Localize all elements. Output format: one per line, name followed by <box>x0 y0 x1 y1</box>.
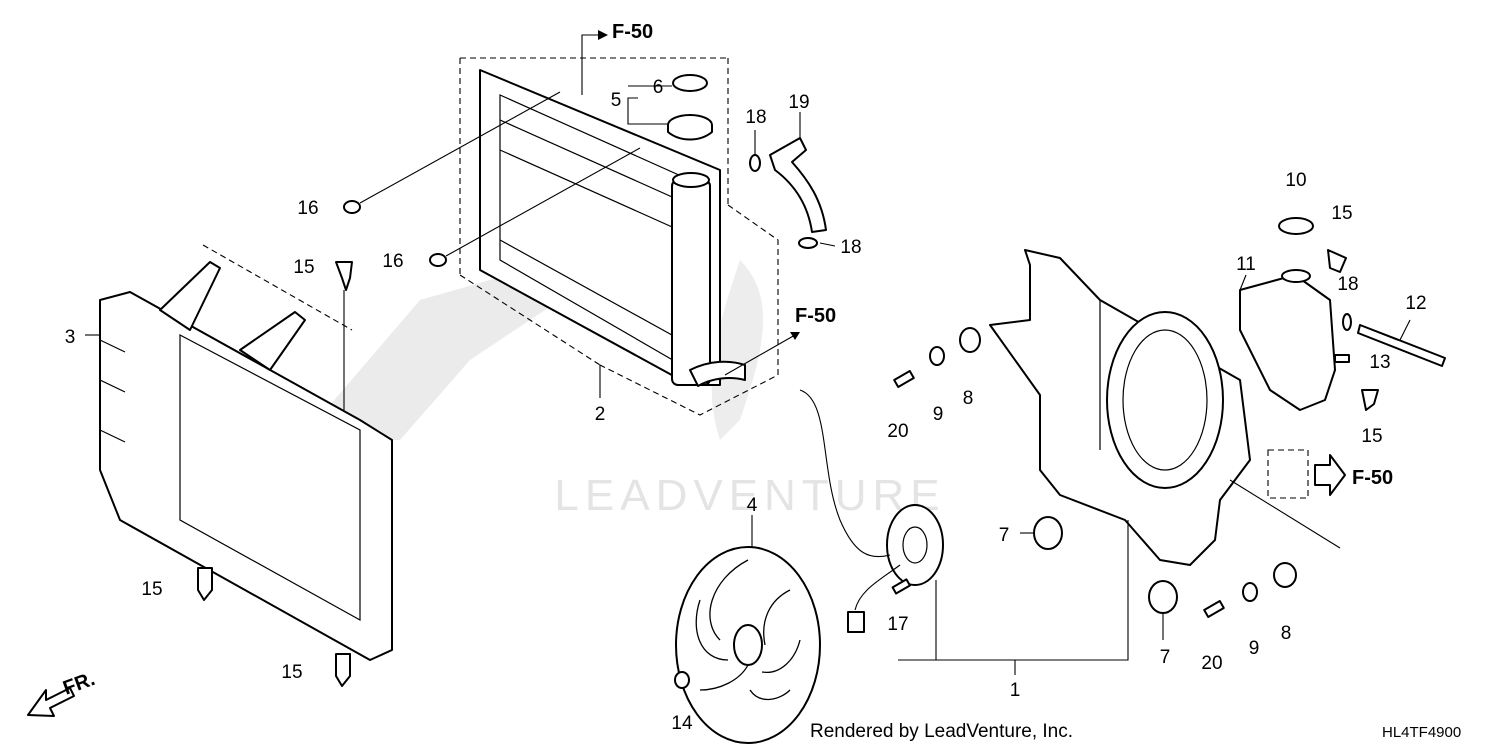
front-direction-arrow: FR. <box>27 668 98 717</box>
callout-15-shroud-mid: 15 <box>141 579 162 600</box>
callout-9-lower: 9 <box>1249 638 1260 659</box>
bolt-20-upper <box>893 370 915 388</box>
fan-shroud <box>989 249 1251 566</box>
callout-4: 4 <box>747 495 758 516</box>
ref-label: F-50 <box>612 21 653 43</box>
ref-label: F-50 <box>795 305 836 327</box>
ref-f50-top: F-50 <box>581 21 653 95</box>
callout-20-lower: 20 <box>1201 653 1222 674</box>
callout-15-tank-bottom: 15 <box>1361 426 1382 447</box>
nut-14 <box>674 671 690 689</box>
callout-10: 10 <box>1285 170 1306 191</box>
collar-8-upper <box>959 327 981 353</box>
radiator-cap <box>667 74 713 141</box>
callout-13: 13 <box>1369 352 1390 373</box>
callout-15-shroud-top: 15 <box>293 257 314 278</box>
rubber-mount-7-lower <box>1148 580 1178 614</box>
callout-15-shroud-bottom: 15 <box>281 662 302 683</box>
callout-15-tank-top: 15 <box>1331 203 1352 224</box>
radiator-shroud <box>99 244 393 661</box>
ref-label: F-50 <box>1352 467 1393 489</box>
callout-7-upper: 7 <box>999 525 1010 546</box>
callout-1: 1 <box>1010 680 1021 701</box>
rubber-mount-7-upper <box>1033 516 1063 550</box>
callout-20-upper: 20 <box>887 421 908 442</box>
radiator-hose <box>769 137 827 233</box>
footer-credit: Rendered by LeadVenture, Inc. <box>810 721 1073 742</box>
callout-5: 5 <box>611 90 622 111</box>
fan-motor <box>799 389 944 633</box>
overflow-tube <box>1357 324 1446 367</box>
watermark-text: LEADVENTURE <box>554 471 945 520</box>
clip-15-shroud-mid <box>197 567 213 601</box>
leader-lines <box>85 85 1411 675</box>
bolt-17 <box>891 578 911 595</box>
clip-15-tank-top <box>1327 249 1347 273</box>
cooling-fan <box>675 546 821 744</box>
callout-numbers: 1 2 3 4 5 6 7 7 8 8 9 9 10 11 12 13 14 1… <box>65 77 1427 734</box>
callout-18-hose-top: 18 <box>745 107 766 128</box>
bolt-13 <box>1334 354 1350 363</box>
collar-bolt-16-lower <box>429 147 641 267</box>
ref-f50-right: F-50 <box>1267 449 1393 499</box>
callout-14: 14 <box>671 713 693 734</box>
direction-label: FR. <box>60 668 98 700</box>
hose-clamp-lower <box>798 237 818 249</box>
callout-11: 11 <box>1236 254 1256 275</box>
callout-3: 3 <box>65 327 76 348</box>
callout-8-lower: 8 <box>1281 623 1292 644</box>
hose-clamp-upper <box>749 154 761 172</box>
clip-15-shroud-top <box>335 261 353 410</box>
callout-18-hose-bottom: 18 <box>840 237 861 258</box>
washer-9-lower <box>1242 582 1258 602</box>
ref-f50-mid: F-50 <box>724 305 836 376</box>
callout-19: 19 <box>788 92 809 113</box>
callout-16-lower: 16 <box>382 251 403 272</box>
callout-6: 6 <box>653 77 664 98</box>
clip-15-tank-bottom <box>1361 389 1379 411</box>
callout-18-tank: 18 <box>1337 274 1358 295</box>
callout-7-lower: 7 <box>1160 647 1171 668</box>
callout-9-upper: 9 <box>933 404 944 425</box>
reserve-tank <box>1239 217 1336 411</box>
hose-clip-18-tank <box>1342 313 1352 331</box>
washer-9-upper <box>929 346 945 366</box>
collar-8-lower <box>1273 562 1297 588</box>
bolt-20-lower <box>1203 600 1225 618</box>
collar-bolt-16-upper <box>343 91 561 214</box>
radiator-assembly <box>459 57 779 416</box>
callout-12: 12 <box>1405 293 1426 314</box>
callout-16-upper: 16 <box>297 198 318 219</box>
callout-2: 2 <box>595 404 606 425</box>
callout-17: 17 <box>887 614 908 635</box>
clip-15-shroud-bottom <box>335 653 351 687</box>
diagram-code: HL4TF4900 <box>1382 724 1461 741</box>
callout-8-upper: 8 <box>963 388 974 409</box>
